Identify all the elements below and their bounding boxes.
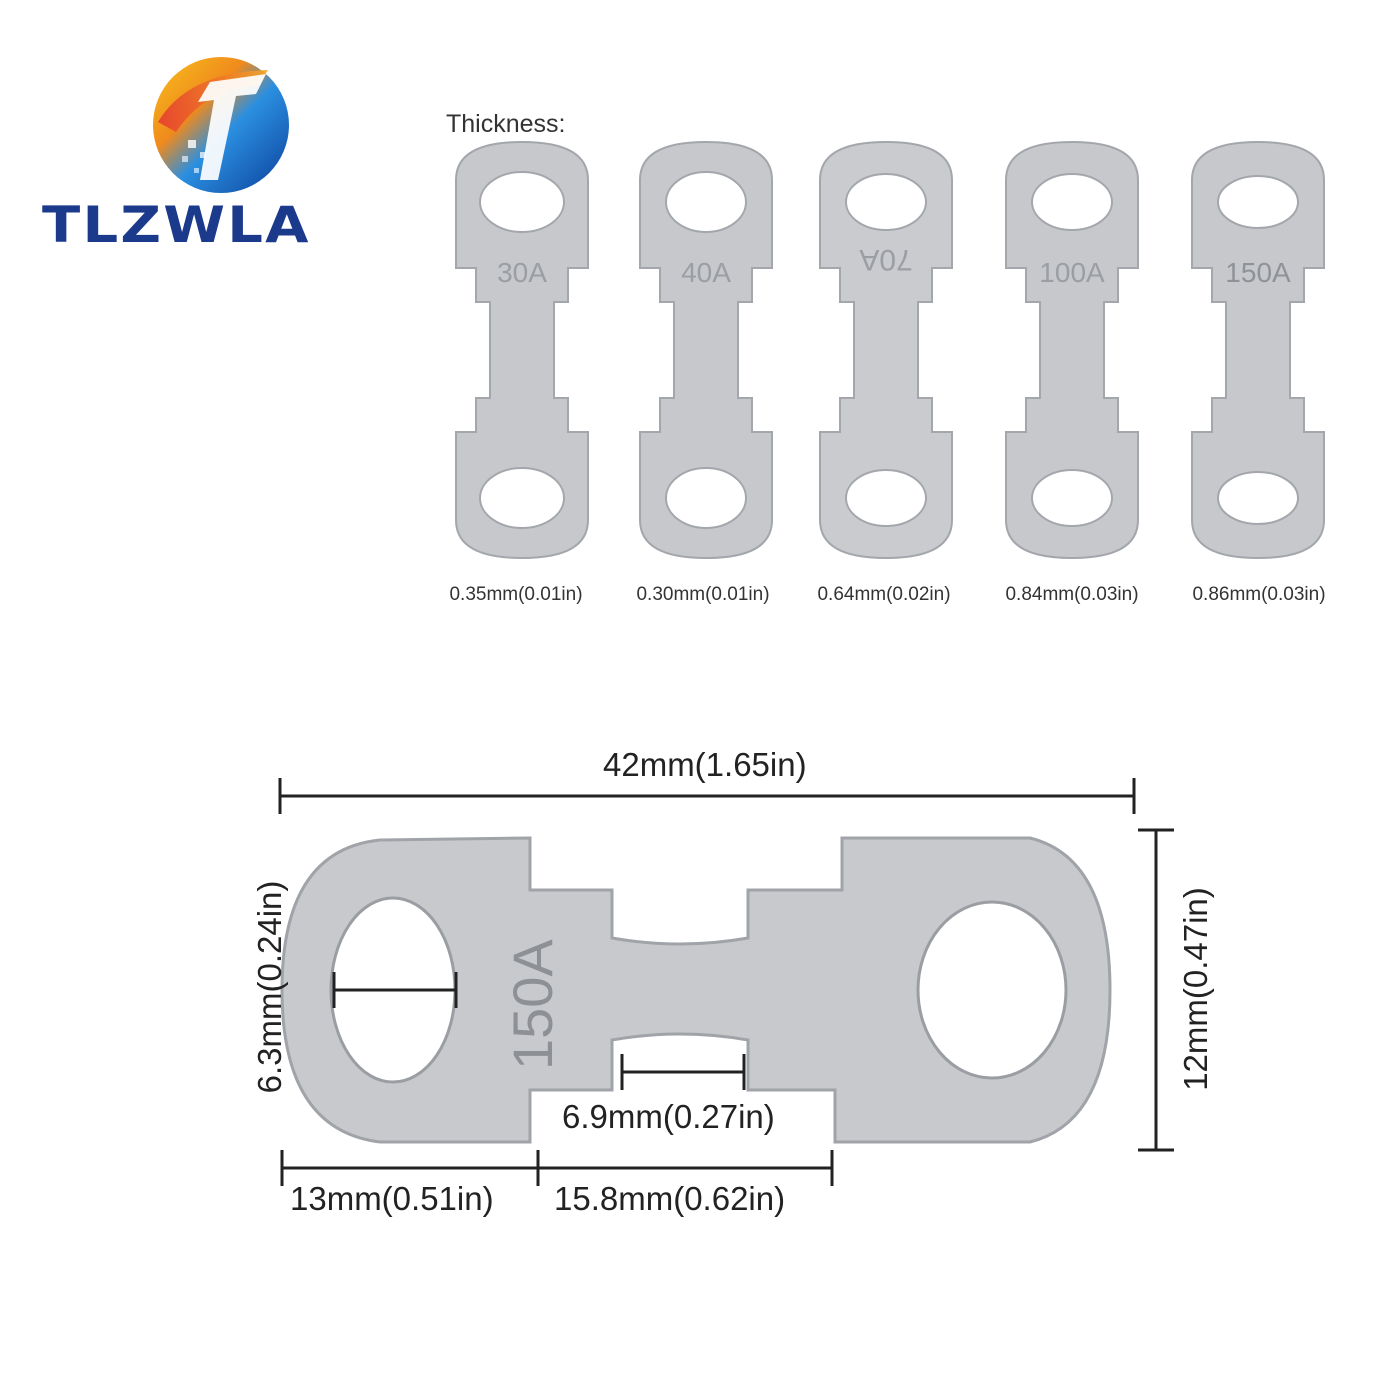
fuse-dimension-diagram: 150A	[278, 778, 1174, 1186]
fuse-40a-image: 40A	[639, 140, 773, 560]
neck-width-label: 6.9mm(0.27in)	[562, 1098, 775, 1135]
fuse-marking: 30A	[497, 257, 547, 288]
mid-length-label: 15.8mm(0.62in)	[554, 1180, 786, 1217]
fuse-body	[280, 836, 1112, 1144]
fuse-marking: 40A	[681, 257, 731, 288]
total-length-label: 42mm(1.65in)	[603, 746, 807, 783]
brand-name: TLZWLA	[42, 196, 311, 254]
fuse-70a-image: 70A	[819, 140, 953, 560]
thickness-caption-30a: 0.35mm(0.01in)	[449, 584, 583, 605]
hole-diameter-label: 6.3mm(0.24in)	[251, 880, 288, 1094]
fuse-marking: 100A	[1039, 257, 1105, 288]
fuse-30a-image: 30A	[455, 140, 589, 560]
fuse-marking: 150A	[1225, 257, 1291, 288]
brand-globe-logo	[153, 57, 289, 193]
thickness-caption-70a: 0.64mm(0.02in)	[817, 584, 951, 605]
thickness-caption-150a: 0.86mm(0.03in)	[1192, 584, 1326, 605]
fuse-150a-image: 150A	[1191, 140, 1325, 560]
fuse-marking: 70A	[859, 243, 912, 276]
fuse-100a-image: 100A	[1005, 140, 1139, 560]
thickness-caption-100a: 0.84mm(0.03in)	[1005, 584, 1139, 605]
right-hole	[916, 900, 1068, 1080]
height-label: 12mm(0.47in)	[1177, 887, 1214, 1091]
thickness-title: Thickness:	[446, 110, 566, 138]
end-length-label: 13mm(0.51in)	[290, 1180, 494, 1217]
fuse-marking-rotated: 150A	[501, 939, 564, 1070]
thickness-caption-40a: 0.30mm(0.01in)	[636, 584, 770, 605]
